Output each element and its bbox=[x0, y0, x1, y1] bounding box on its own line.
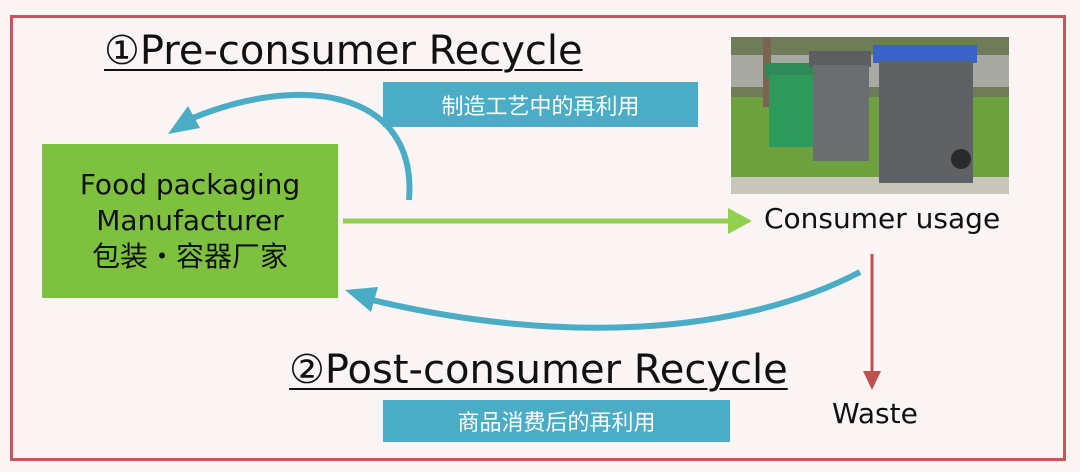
pre-consumer-arrow bbox=[186, 92, 413, 201]
post-consumer-title: ②Post-consumer Recycle bbox=[289, 347, 788, 393]
manufacturer-line-2: Manufacturer bbox=[96, 204, 284, 237]
waste-label: Waste bbox=[832, 397, 918, 430]
post-consumer-arrowhead bbox=[345, 287, 378, 312]
recycling-bins-photo bbox=[731, 37, 1009, 194]
manufacturer-box: Food packaging Manufacturer 包装・容器厂家 bbox=[42, 144, 338, 298]
pre-consumer-title: ①Pre-consumer Recycle bbox=[104, 28, 583, 74]
manufacturer-line-3: 包装・容器厂家 bbox=[91, 240, 288, 273]
manufacturer-line-1: Food packaging bbox=[79, 168, 301, 201]
manufacture-to-consumer-arrowhead bbox=[728, 208, 752, 234]
post-consumer-arrow bbox=[371, 269, 862, 331]
waste-arrowhead bbox=[863, 371, 881, 390]
consumer-usage-label: Consumer usage bbox=[764, 202, 1001, 235]
post-consumer-subtitle: 商品消费后的再利用 bbox=[383, 400, 730, 442]
pre-consumer-subtitle: 制造工艺中的再利用 bbox=[383, 82, 698, 127]
pre-consumer-arrowhead bbox=[168, 106, 200, 134]
slide-frame bbox=[10, 15, 1066, 461]
